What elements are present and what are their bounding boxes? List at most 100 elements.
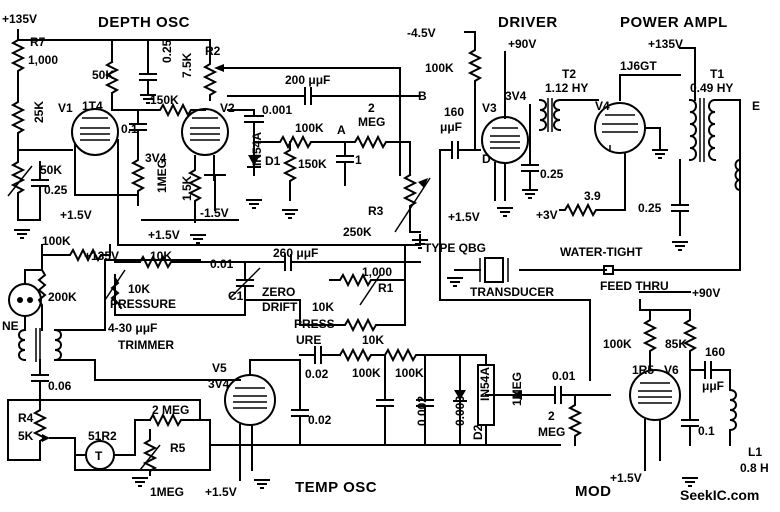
- label-v3-tube: 3V4: [505, 89, 527, 103]
- label-100k-ne: 100K: [42, 234, 71, 248]
- pressure-section: [8, 244, 421, 381]
- label-100k-t1: 100K: [352, 366, 381, 380]
- l1-inductor: [728, 388, 737, 446]
- label-160-unit: μμF: [440, 120, 462, 134]
- label-v5-tube: 3V4: [208, 377, 230, 391]
- temp-osc-title: TEMP OSC: [295, 479, 377, 496]
- label-01-mod: 0.1: [698, 424, 715, 438]
- label-water-tight: WATER-TIGHT: [560, 245, 643, 259]
- label-r5: R5: [170, 441, 186, 455]
- label-node-a: A: [337, 123, 346, 137]
- label-d1-type: IN54A: [250, 132, 264, 166]
- label-r2-value: 7.5K: [180, 52, 194, 78]
- label-v2: V2: [220, 101, 235, 115]
- label-trimmer-range: 4-30 μμF: [108, 321, 157, 335]
- label-v1: V1: [58, 101, 73, 115]
- c-01-mod: [681, 369, 699, 446]
- r-15k: [187, 155, 203, 223]
- c-025-top: [139, 59, 157, 96]
- label-feed-thru: FEED THRU: [600, 279, 669, 293]
- label-d1: D1: [265, 154, 281, 168]
- label-v6-tube: 1R5: [632, 363, 654, 377]
- label-plus15-driver: +1.5V: [448, 210, 480, 224]
- depth-top-rail: [67, 39, 211, 63]
- label-10k-var: 10K: [128, 282, 150, 296]
- label-plus15-mod: +1.5V: [610, 471, 642, 485]
- label-plus15-v2: +1.5V: [148, 228, 180, 242]
- label-c1: C1: [228, 289, 244, 303]
- r-2meg-temp: [148, 412, 211, 471]
- label-c1-small: 1: [355, 153, 362, 167]
- v1-tube: [71, 108, 119, 156]
- mod-section: [521, 291, 737, 487]
- label-100k-mod: 100K: [603, 337, 632, 351]
- label-150k-d1: 150K: [298, 157, 327, 171]
- label-v4: V4: [595, 99, 610, 113]
- label-001-mid: 0.01: [210, 257, 234, 271]
- label-002-a: 0.02: [308, 413, 332, 427]
- power-ampl-title: POWER AMPL: [620, 14, 728, 31]
- r-100k-ne: [41, 244, 111, 271]
- r-39: [559, 152, 626, 218]
- transducer-crystal: [484, 257, 504, 283]
- c-001-mod: [521, 386, 611, 404]
- c-006: [31, 359, 49, 401]
- label-v6: V6: [664, 363, 679, 377]
- r7-resistor: [10, 29, 69, 99]
- label-zero: ZERO: [262, 285, 295, 299]
- label-plus90-driver: +90V: [508, 37, 536, 51]
- ne-lamp: [8, 283, 42, 317]
- label-150k-top: 150K: [150, 93, 179, 107]
- r-100k-driver: [464, 31, 483, 101]
- r-85k: [649, 309, 698, 371]
- label-r2: R2: [205, 44, 221, 58]
- label-0003: 0.003: [453, 396, 467, 426]
- label-100k-a: 100K: [295, 121, 324, 135]
- label-50k-var: 50K: [40, 163, 62, 177]
- label-transducer: TRANSDUCER: [470, 285, 554, 299]
- label-2meg-temp: 2 MEG: [152, 403, 189, 417]
- label-minus15: -1.5V: [200, 206, 229, 220]
- r3-pot: [402, 173, 421, 233]
- label-39: 3.9: [584, 189, 601, 203]
- label-160-mod-unit: μμF: [702, 379, 724, 393]
- label-2meg: 2: [368, 101, 375, 115]
- section-titles: DEPTH OSC DRIVER POWER AMPL TEMP OSC MOD: [98, 14, 728, 500]
- label-r3-value: 250K: [343, 225, 372, 239]
- label-v5: V5: [212, 361, 227, 375]
- label-r7: R7: [30, 35, 46, 49]
- c-160-driver: [439, 141, 481, 159]
- label-01-v1: 0.1: [121, 122, 138, 136]
- label-plus90-mod: +90V: [692, 286, 720, 300]
- label-t2-value: 1.12 HY: [545, 81, 588, 95]
- label-t2: T2: [562, 67, 576, 81]
- r-50k-top: [104, 60, 120, 111]
- temp-osc-section: [7, 346, 561, 489]
- label-260uuf: 260 μμF: [273, 246, 318, 260]
- r-2meg-mod: [567, 394, 583, 446]
- label-plus135-top: +135V: [2, 12, 37, 26]
- label-minus45: -4.5V: [407, 26, 436, 40]
- label-plus135-pa: +135V: [648, 37, 683, 51]
- label-0001: 0.001: [262, 103, 292, 117]
- transducer-section: [446, 257, 741, 287]
- r-1meg-v1: [130, 149, 146, 206]
- r-10k-ure: [329, 279, 406, 333]
- depth-osc-title: DEPTH OSC: [98, 14, 190, 31]
- label-plus15-temp: +1.5V: [205, 485, 237, 499]
- component-labels: +135V R7 1,000 25K 50K 0.25 R2 7.5K 150K…: [2, 12, 769, 503]
- label-100k-t2: 100K: [395, 366, 424, 380]
- label-node-e: E: [752, 99, 760, 113]
- label-r4-value: 5K: [18, 429, 34, 443]
- label-006: 0.06: [48, 379, 72, 393]
- label-trimmer: TRIMMER: [118, 338, 174, 352]
- label-drift: DRIFT: [262, 300, 298, 314]
- r2-pot: [202, 59, 218, 101]
- r-2meg: [344, 134, 411, 176]
- v2-tube: [181, 108, 229, 156]
- r-100k-t1: [338, 347, 386, 363]
- label-025-pa: 0.25: [638, 201, 662, 215]
- label-10k-ure: 10K: [362, 333, 384, 347]
- r-100k-t2: [383, 347, 461, 363]
